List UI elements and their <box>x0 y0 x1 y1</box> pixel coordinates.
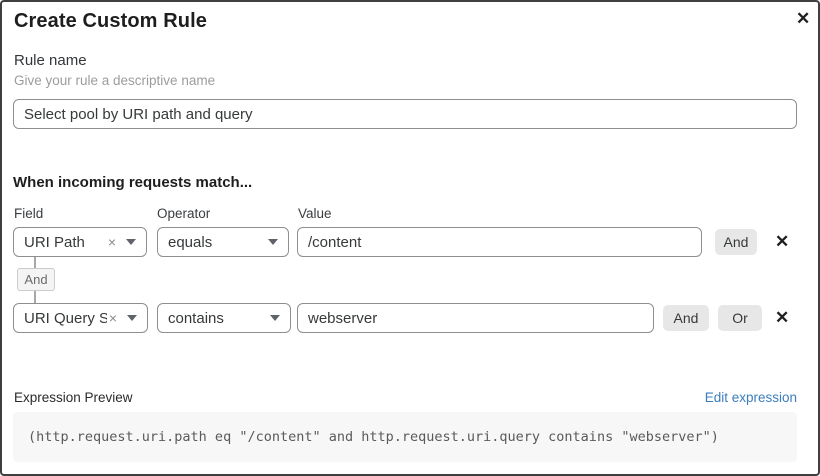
expression-preview-label: Expression Preview <box>14 390 133 405</box>
add-or-condition-button-row2[interactable]: Or <box>718 305 762 331</box>
expression-preview-box: (http.request.uri.path eq "/content" and… <box>13 412 797 462</box>
clear-field-icon[interactable]: × <box>108 310 117 326</box>
add-and-condition-button-row2[interactable]: And <box>663 305 709 331</box>
chevron-down-icon <box>270 315 280 321</box>
column-label-field: Field <box>14 206 44 221</box>
chevron-down-icon <box>268 239 278 245</box>
field-select-row1-value: URI Path <box>24 233 85 251</box>
dialog-title: Create Custom Rule <box>14 10 207 32</box>
connector-line-top <box>34 257 36 268</box>
chevron-down-icon <box>127 315 137 321</box>
operator-select-row1[interactable]: equals <box>157 227 289 257</box>
field-select-row2-value: URI Query St... <box>24 309 107 327</box>
column-label-operator: Operator <box>157 206 211 221</box>
edit-expression-link[interactable]: Edit expression <box>704 390 797 405</box>
close-icon[interactable]: ✕ <box>796 9 811 28</box>
clear-field-icon[interactable]: × <box>107 234 116 250</box>
chevron-down-icon <box>126 239 136 245</box>
value-input-row2[interactable] <box>297 303 654 333</box>
connector-line-bottom <box>34 291 36 303</box>
rule-name-hint: Give your rule a descriptive name <box>14 73 216 88</box>
operator-select-row2-value: contains <box>168 309 224 327</box>
remove-condition-icon-row2[interactable]: ✕ <box>775 308 790 327</box>
and-connector-badge: And <box>17 268 55 291</box>
operator-select-row2[interactable]: contains <box>157 303 291 333</box>
expression-code: (http.request.uri.path eq "/content" and… <box>28 429 719 445</box>
field-select-row2[interactable]: URI Query St... × <box>13 303 148 333</box>
rule-name-label: Rule name <box>14 52 87 69</box>
add-and-condition-button-row1[interactable]: And <box>715 229 757 255</box>
remove-condition-icon-row1[interactable]: ✕ <box>775 232 790 251</box>
column-label-value: Value <box>298 206 332 221</box>
match-section-heading: When incoming requests match... <box>13 174 253 191</box>
field-select-row1[interactable]: URI Path × <box>13 227 147 257</box>
operator-select-row1-value: equals <box>168 233 213 251</box>
value-input-row1[interactable] <box>297 227 702 257</box>
rule-name-input[interactable] <box>13 99 797 129</box>
